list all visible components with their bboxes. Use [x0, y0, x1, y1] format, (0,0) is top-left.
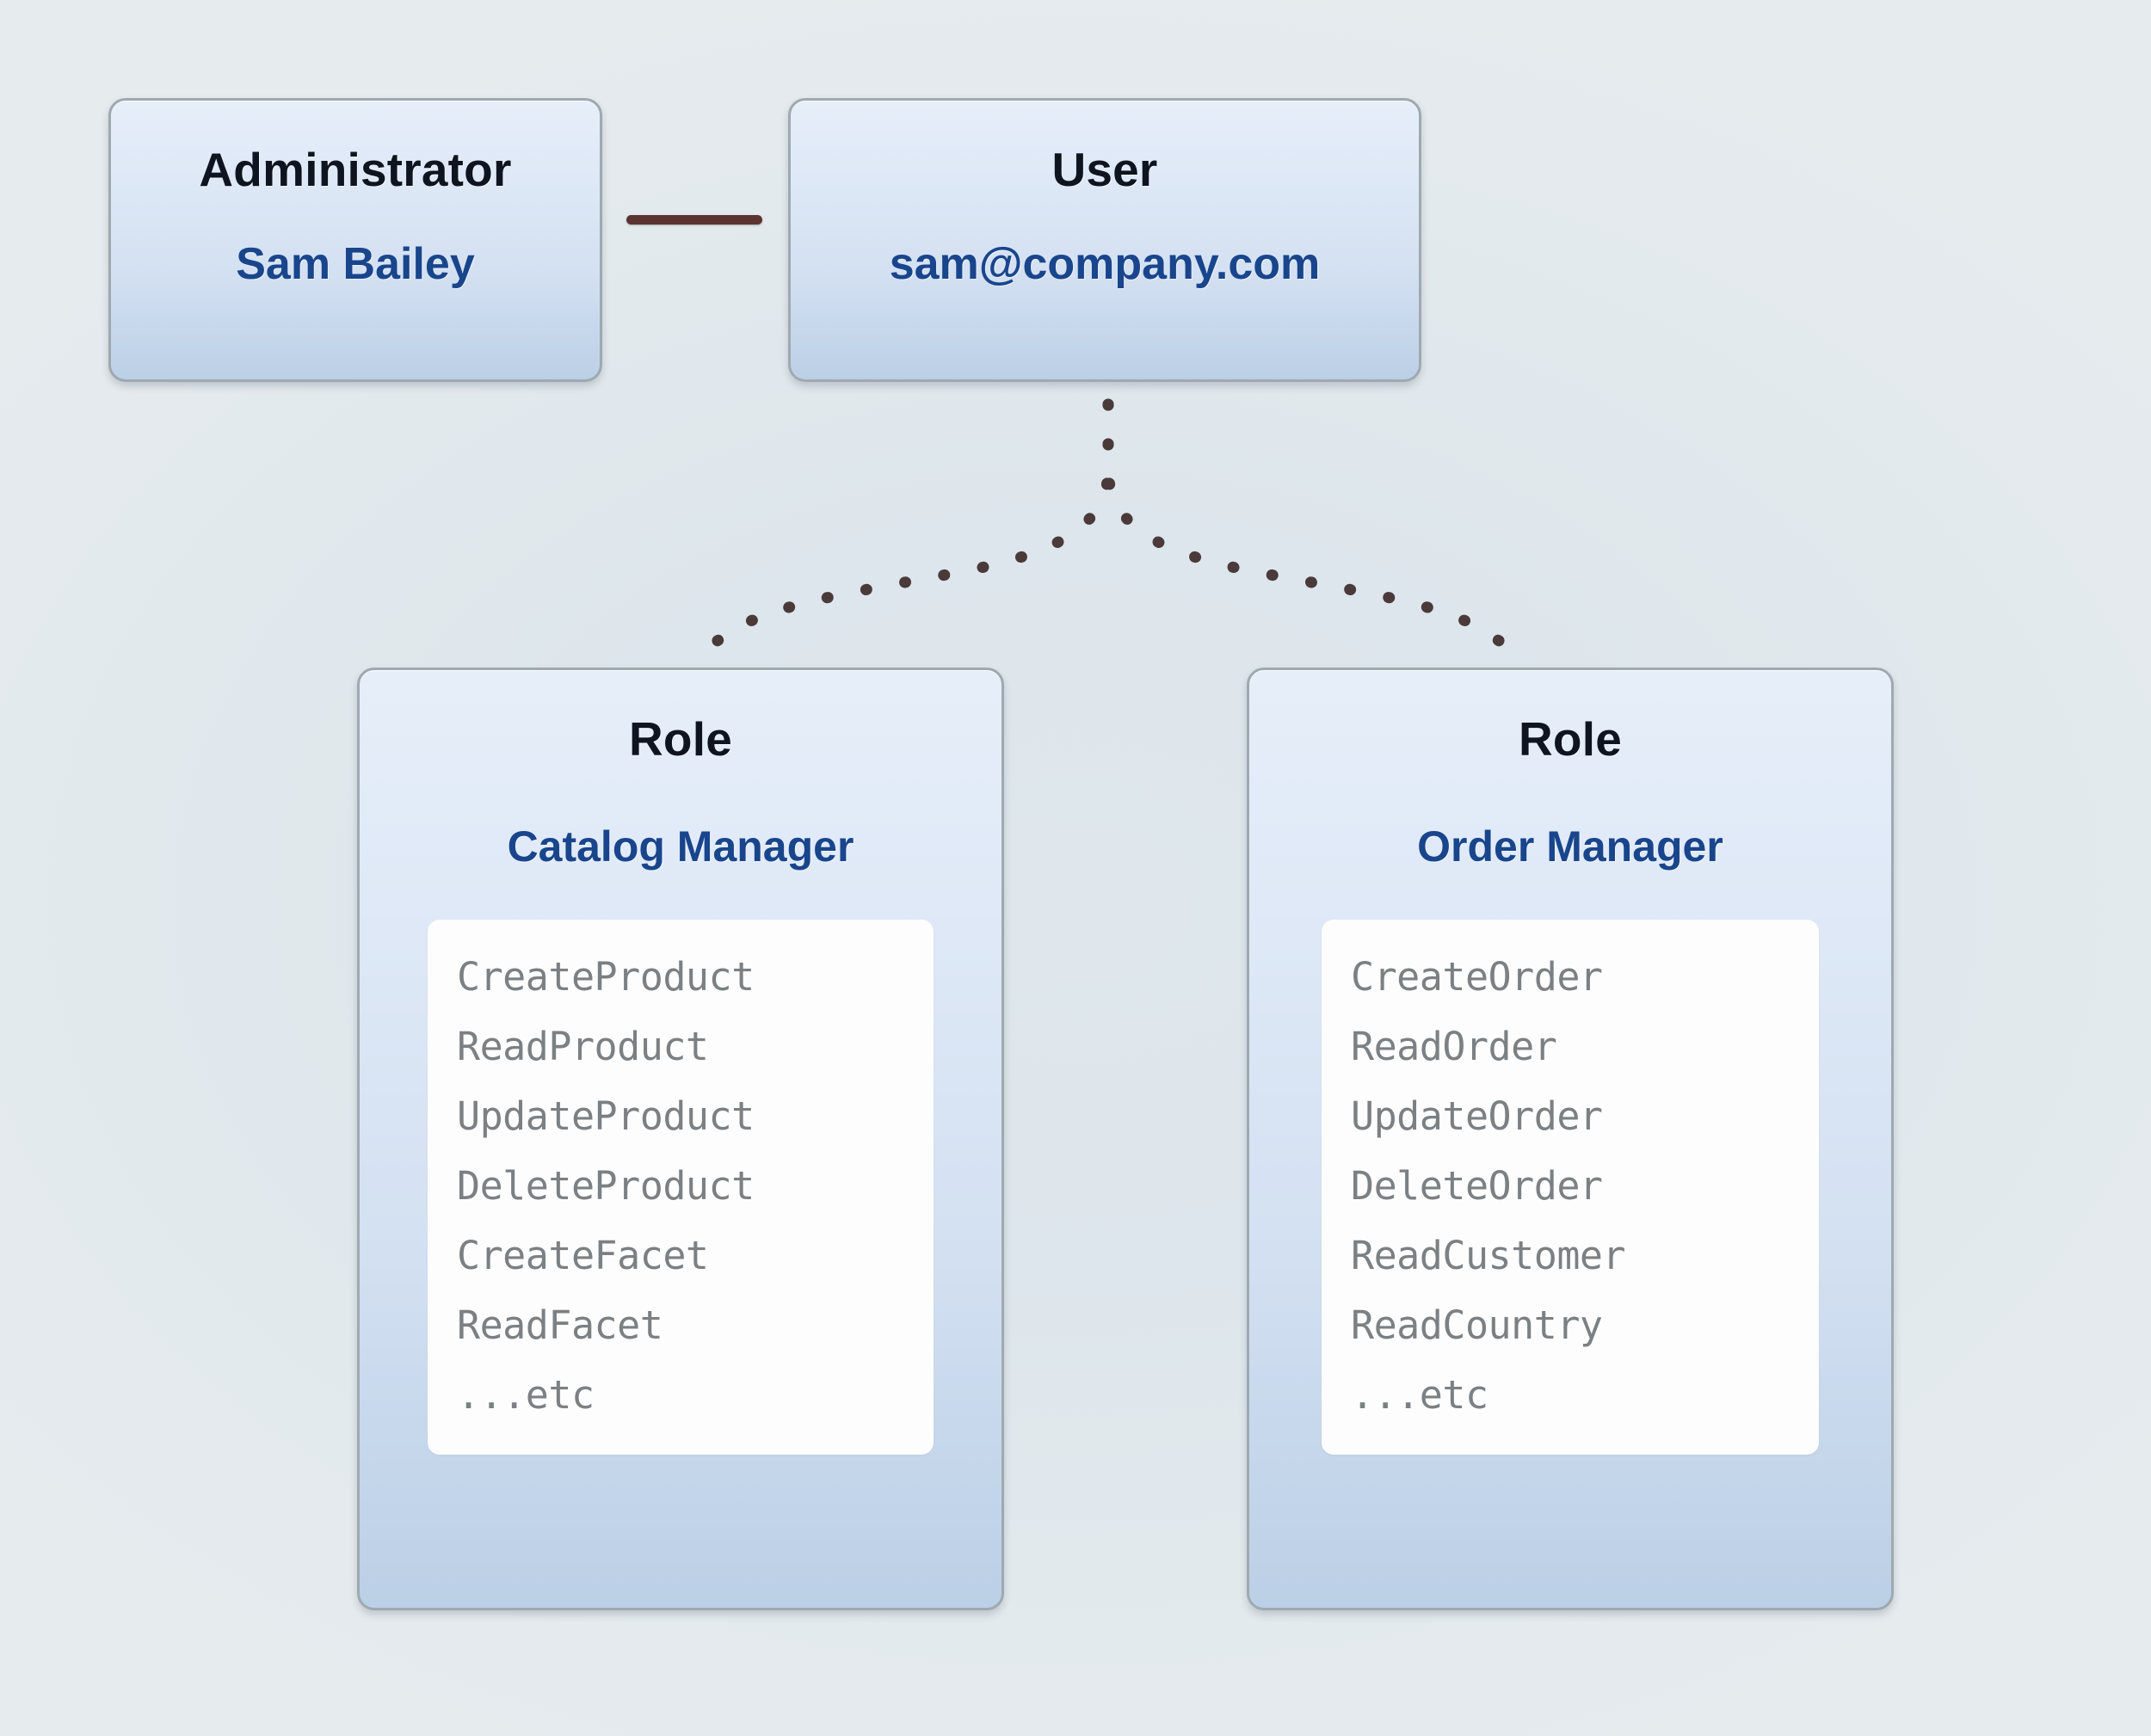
- node-type-label: User: [1051, 143, 1158, 196]
- node-type-label: Role: [629, 712, 732, 766]
- dotted-link-user-catalog: [708, 398, 1114, 649]
- node-value-label: Catalog Manager: [507, 822, 854, 871]
- permission-item: ReadCountry: [1351, 1302, 1603, 1348]
- node-role-order-manager[interactable]: Role Order Manager CreateOrder ReadOrder…: [1247, 668, 1894, 1610]
- node-role-catalog-manager[interactable]: Role Catalog Manager CreateProduct ReadP…: [357, 668, 1004, 1610]
- node-administrator[interactable]: Administrator Sam Bailey: [108, 98, 602, 382]
- permission-item: ReadCustomer: [1351, 1233, 1626, 1278]
- permission-item: CreateOrder: [1351, 954, 1603, 1000]
- node-value-label: Sam Bailey: [236, 239, 475, 289]
- permission-item: ...etc: [1351, 1372, 1488, 1418]
- node-type-label: Role: [1519, 712, 1622, 766]
- permission-item: UpdateProduct: [457, 1093, 755, 1139]
- permission-item: CreateFacet: [457, 1233, 709, 1278]
- permission-item: UpdateOrder: [1351, 1093, 1603, 1139]
- dotted-link-user-order: [1102, 398, 1508, 649]
- node-value-label: sam@company.com: [889, 239, 1321, 289]
- permission-item: CreateProduct: [457, 954, 755, 1000]
- node-type-label: Administrator: [199, 143, 512, 196]
- permission-item: ReadOrder: [1351, 1024, 1557, 1069]
- permission-item: DeleteProduct: [457, 1163, 755, 1209]
- permission-list-panel: CreateOrder ReadOrder UpdateOrder Delete…: [1322, 920, 1819, 1455]
- permission-list-panel: CreateProduct ReadProduct UpdateProduct …: [428, 920, 934, 1455]
- node-user[interactable]: User sam@company.com: [788, 98, 1421, 382]
- permission-item: ReadFacet: [457, 1302, 663, 1348]
- permission-item: DeleteOrder: [1351, 1163, 1603, 1209]
- association-link-admin-user: [626, 215, 762, 225]
- permission-item: ReadProduct: [457, 1024, 709, 1069]
- node-value-label: Order Manager: [1417, 822, 1723, 871]
- permission-item: ...etc: [457, 1372, 595, 1418]
